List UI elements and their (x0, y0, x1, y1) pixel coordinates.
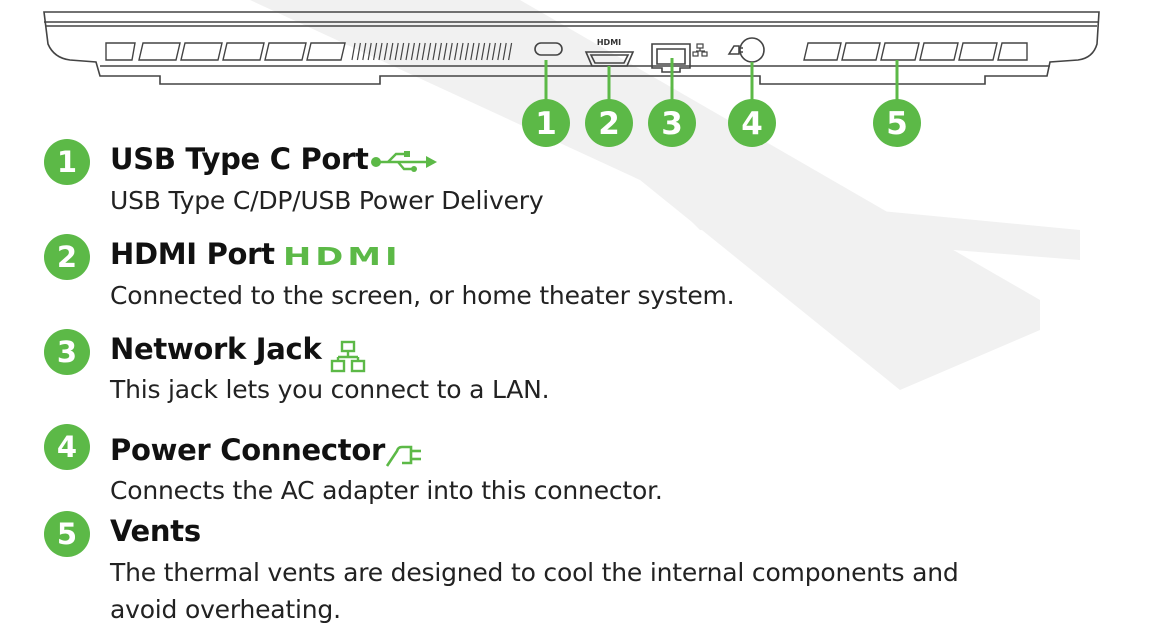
vent-slit (389, 42, 394, 61)
legend-number-badge: 1 (44, 139, 90, 185)
callout-number: 3 (661, 106, 683, 142)
callout-circle (648, 99, 696, 147)
callout-4: 4 (728, 99, 776, 147)
legend-description: Connected to the screen, or home theater… (110, 281, 735, 310)
network-icon (330, 340, 366, 373)
vent-slit (394, 42, 399, 61)
vent-slit (405, 42, 410, 61)
hdmi-logo-icon: HDMI (283, 242, 402, 271)
vent-slit (448, 42, 453, 61)
hdmi-port-label: HDMI (597, 38, 621, 47)
vent-slit (378, 42, 383, 61)
callout-number: 5 (886, 106, 908, 142)
vent-slit (373, 42, 378, 61)
usb-c-port (534, 42, 563, 56)
vent-slit (508, 42, 513, 61)
network-port-symbol (692, 43, 708, 57)
vent-slit (491, 42, 496, 61)
callout-2: 2 (585, 99, 633, 147)
power-port (727, 37, 765, 63)
callout-circle (873, 99, 921, 147)
callout-circle (585, 99, 633, 147)
vent-slit (410, 42, 415, 61)
vent-slit (470, 42, 475, 61)
legend-number-badge: 4 (44, 424, 90, 470)
vent-slit (351, 42, 356, 61)
legend-title: Network Jack (110, 332, 322, 366)
callout-circle (522, 99, 570, 147)
callout-1: 1 (522, 99, 570, 147)
watermark (250, 0, 1080, 390)
callout-circle (728, 99, 776, 147)
power-plug-icon (385, 445, 421, 467)
vents-right (803, 42, 1028, 61)
legend-title: HDMI Port (110, 237, 275, 271)
legend-description: Connects the AC adapter into this connec… (110, 476, 663, 505)
vent-slit (400, 42, 405, 61)
vent-slit (432, 42, 437, 61)
vent-slit (486, 42, 491, 61)
vent-slit (427, 42, 432, 61)
vent-slit (443, 42, 448, 61)
ethernet-port (651, 43, 691, 73)
vent-slit (459, 42, 464, 61)
callout-leaders (544, 58, 899, 104)
legend-description: The thermal vents are designed to cool t… (110, 558, 959, 587)
vent-slit (362, 42, 367, 61)
legend-title: Vents (110, 514, 201, 548)
callout-5: 5 (873, 99, 921, 147)
legend-number-badge: 2 (44, 234, 90, 280)
vent-slit (454, 42, 459, 61)
legend-number-badge: 5 (44, 511, 90, 557)
vent-slit (475, 42, 480, 61)
callout-markers: 1 2 3 4 5 (522, 99, 921, 147)
vent-slit (416, 42, 421, 61)
vents-left (105, 42, 346, 61)
vent-slit (497, 42, 502, 61)
vent-slit (421, 42, 426, 61)
vent-slit (481, 42, 486, 61)
legend-description: USB Type C/DP/USB Power Delivery (110, 186, 544, 215)
laptop-rear-panel (43, 11, 1100, 85)
callout-number: 4 (741, 106, 763, 142)
hdmi-port: HDMI (584, 38, 635, 67)
legend-description: avoid overheating. (110, 595, 341, 624)
legend-title: Power Connector (110, 433, 385, 467)
callout-3: 3 (648, 99, 696, 147)
vents-center (351, 42, 513, 61)
vent-slit (464, 42, 469, 61)
vent-slit (437, 42, 442, 61)
vent-slit (367, 42, 372, 61)
legend-title: USB Type C Port (110, 142, 369, 176)
legend-number-badge: 3 (44, 329, 90, 375)
callout-number: 1 (535, 106, 557, 142)
usb-icon (371, 151, 437, 172)
vent-slit (502, 42, 507, 61)
callout-number: 2 (598, 106, 620, 142)
vent-slit (356, 42, 361, 61)
vent-slit (383, 42, 388, 61)
legend-description: This jack lets you connect to a LAN. (110, 375, 550, 404)
